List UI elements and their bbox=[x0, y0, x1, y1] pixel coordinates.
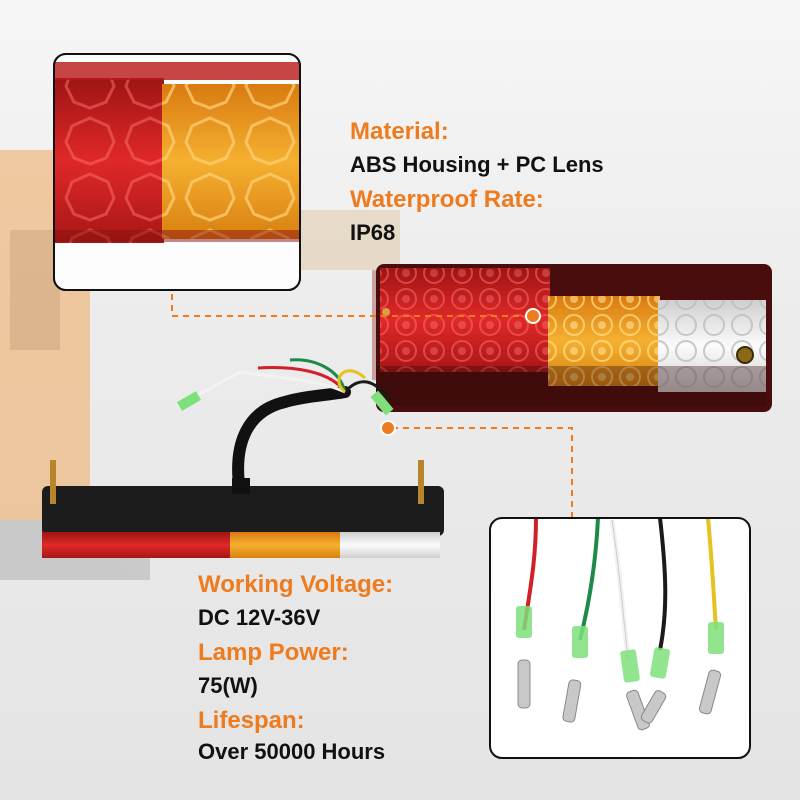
callout-dot-wires bbox=[380, 420, 396, 436]
waterproof-rate-label: Waterproof Rate: bbox=[350, 186, 544, 213]
tail-light-back bbox=[42, 358, 444, 558]
material-value: ABS Housing + PC Lens bbox=[350, 152, 604, 177]
material-label: Material: bbox=[350, 118, 449, 145]
callout-lines bbox=[171, 294, 573, 518]
wires-inset bbox=[489, 517, 751, 759]
lamp-power-label: Lamp Power: bbox=[198, 639, 349, 666]
lifespan-value: Over 50000 Hours bbox=[198, 739, 386, 764]
tail-light-front bbox=[372, 264, 772, 412]
lens-closeup-inset bbox=[53, 53, 301, 291]
callout-dot-lens bbox=[525, 308, 541, 324]
lifespan-label: Lifespan: bbox=[198, 707, 305, 734]
working-voltage-label: Working Voltage: bbox=[198, 571, 394, 598]
working-voltage-value: DC 12V-36V bbox=[198, 605, 321, 630]
waterproof-rate-value: IP68 bbox=[350, 220, 396, 245]
lamp-power-value: 75(W) bbox=[198, 673, 258, 698]
